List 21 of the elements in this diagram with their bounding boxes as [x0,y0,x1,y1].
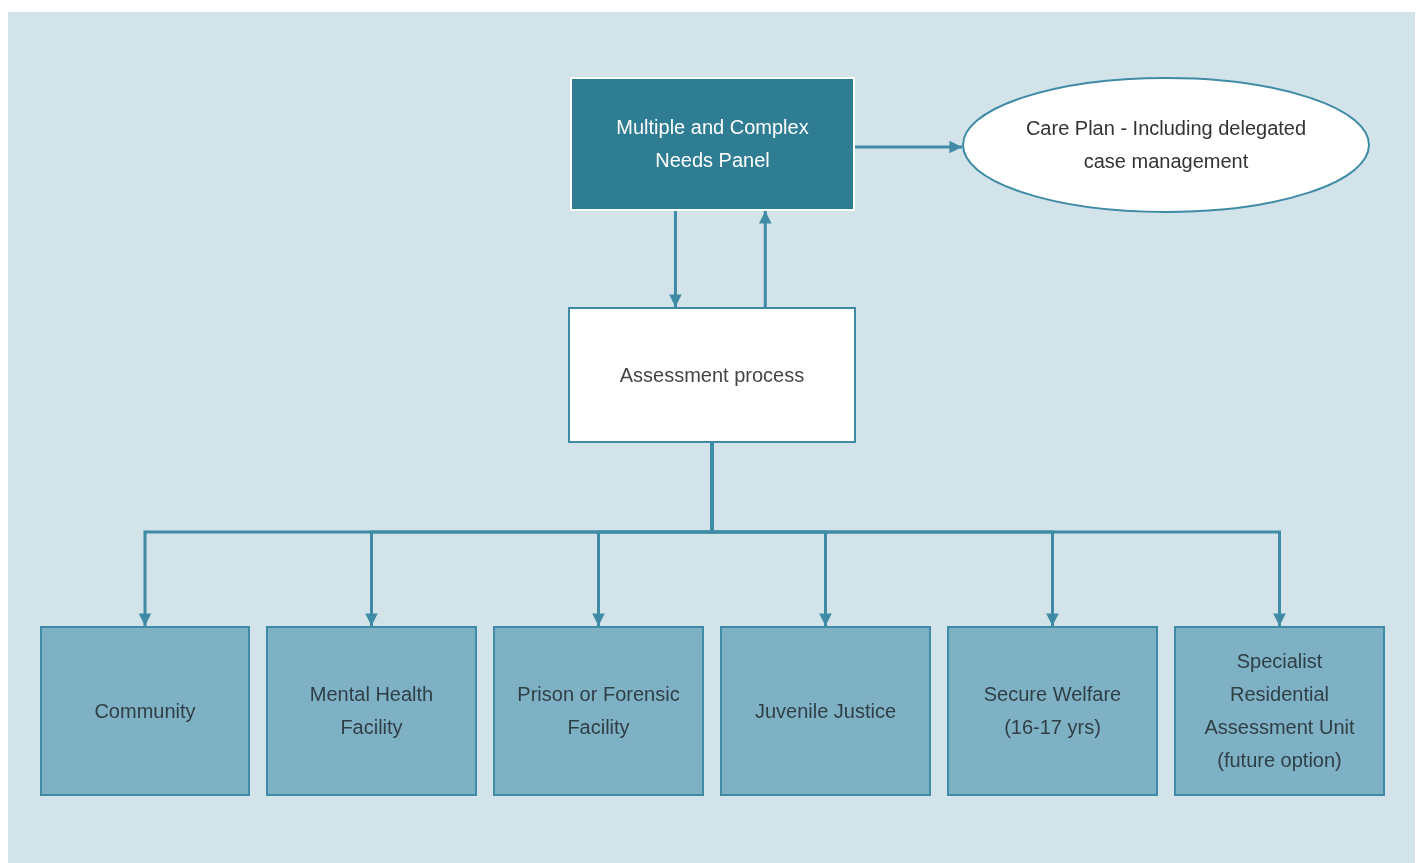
arrow [759,210,772,307]
node-label: Mental Health Facility [308,682,435,740]
node-label: Prison or Forensic Facility [516,682,681,740]
destination-box [1174,626,1385,796]
process-box [568,307,856,443]
node-label: Multiple and Complex Needs Panel [615,115,810,173]
node-label: Juvenile Justice [753,698,898,724]
node-label: Community [93,698,197,724]
destination-box [720,626,931,796]
node-label: Care Plan - Including delegated case management [1024,116,1308,174]
arrow [669,211,682,308]
destination-box [40,626,250,796]
outcome-ellipse [962,77,1370,213]
node-label: Secure Welfare (16-17 yrs) [982,682,1123,740]
arrow [855,140,963,154]
destination-box [947,626,1158,796]
panel-box [570,77,855,211]
node-label: Specialist Residential Assessment Unit (future option) [1203,649,1356,773]
node-label: Assessment process [618,362,806,388]
destination-box [493,626,704,796]
destination-box [266,626,477,796]
